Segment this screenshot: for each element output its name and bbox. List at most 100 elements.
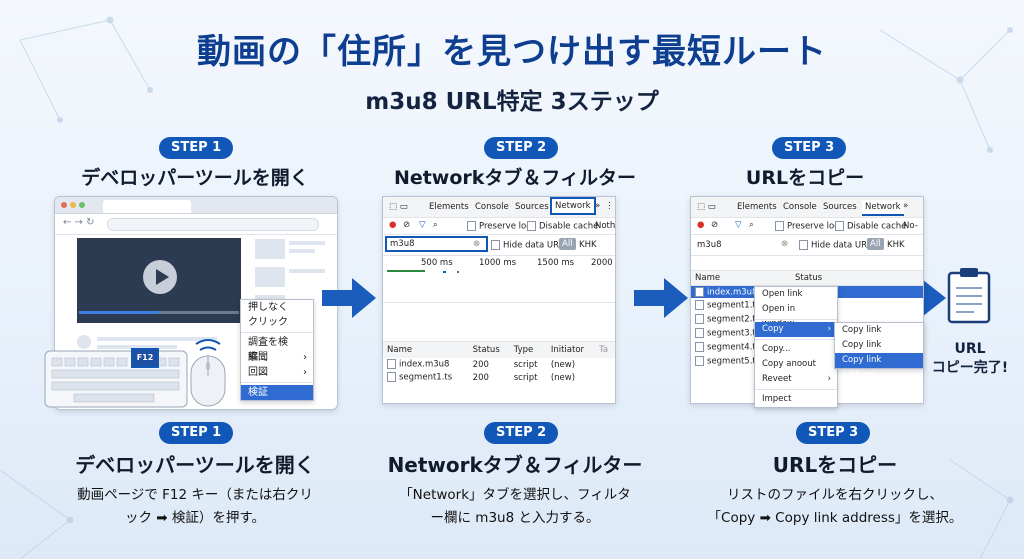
step2-badge: STEP 2	[484, 422, 559, 444]
file-row[interactable]: segment3.ts	[691, 326, 923, 340]
tab-network[interactable]: Network	[862, 200, 904, 216]
filter-icon[interactable]: ▽	[419, 220, 426, 230]
clear-filter-icon[interactable]: ⊗	[781, 239, 789, 249]
file-context-menu[interactable]: Open link Open in window Copy Copy... Co…	[754, 286, 838, 408]
column-header[interactable]: Type	[513, 345, 534, 355]
table-row[interactable]: segment1.ts 200 script (new)	[383, 371, 615, 384]
throttle-select[interactable]: No-	[903, 221, 918, 231]
all-filter-button[interactable]: All	[559, 238, 576, 250]
file-name: segment4.ts	[707, 342, 761, 353]
row-type: script	[513, 372, 538, 383]
devtools-panel-step2: ⬚ ▭ Elements Console Sources Network » ⋮…	[382, 196, 616, 404]
menu-item[interactable]: 調査を検察...	[248, 337, 288, 363]
tab-console[interactable]: Console	[783, 202, 817, 212]
all-filter-button[interactable]: All	[867, 238, 884, 250]
record-icon[interactable]: ●	[697, 220, 705, 230]
filter-icon[interactable]: ▽	[735, 220, 742, 230]
disable-cache-checkbox[interactable]	[835, 221, 844, 231]
arrow-right-icon	[634, 278, 688, 318]
tab-elements[interactable]: Elements	[429, 202, 469, 212]
menu-item[interactable]: クリック	[248, 317, 288, 328]
browser-context-menu[interactable]: 押しなく クリック 調査を検察... 編聞 回図 検証	[240, 299, 314, 401]
menu-item[interactable]: Copy anoout	[762, 359, 816, 369]
keyboard-illustration	[44, 350, 188, 408]
menu-item[interactable]: Open in window	[762, 304, 796, 329]
search-icon[interactable]: ⌕	[433, 220, 438, 230]
column-header[interactable]: Initiator	[550, 345, 585, 355]
step1-heading-top: デベロッパーツールを開く	[81, 167, 309, 189]
hide-data-urls-checkbox[interactable]	[491, 240, 500, 250]
filter-input[interactable]: m3u8	[385, 236, 488, 252]
arrow-right-icon	[322, 278, 376, 318]
step3-heading: URLをコピー	[772, 453, 898, 477]
desc-line: 「Network」タブを選択し、フィルタ	[399, 487, 631, 503]
preserve-log-checkbox[interactable]	[775, 221, 784, 231]
menu-item[interactable]: 押しなく	[248, 302, 288, 313]
record-icon[interactable]: ●	[389, 220, 397, 230]
f12-key[interactable]: F12	[131, 348, 159, 368]
menu-item[interactable]: Copy link	[842, 325, 882, 335]
search-icon[interactable]: ⌕	[749, 220, 754, 230]
tab-sources[interactable]: Sources	[823, 202, 857, 212]
menu-item-copy-link-address[interactable]: Copy link address	[835, 353, 923, 380]
step3-badge-top: STEP 3	[772, 137, 847, 159]
file-row[interactable]: segment5.ts	[691, 354, 923, 368]
step2-heading: Networkタブ＆フィルター	[387, 453, 643, 477]
more-tabs[interactable]: »	[903, 201, 909, 211]
column-header[interactable]: Name	[695, 273, 721, 283]
hide-data-urls-checkbox[interactable]	[799, 240, 808, 250]
column-header[interactable]: Status	[795, 273, 823, 283]
network-table: Name Status Type Initiator Ta index.m3u8…	[383, 342, 615, 384]
tab-network[interactable]: Network	[550, 197, 596, 215]
play-icon[interactable]	[143, 260, 177, 294]
disable-cache-label: Disable cache	[847, 221, 907, 232]
more-tabs[interactable]: »	[595, 201, 601, 211]
hide-data-label: Hide data URLs	[811, 240, 877, 251]
address-bar[interactable]	[107, 218, 319, 231]
copy-submenu[interactable]: Copy link Copy link Copy link address	[834, 322, 924, 380]
column-header[interactable]: Ta	[599, 345, 609, 355]
menu-item[interactable]: Copy...	[762, 344, 791, 354]
page-title: 動画の「住所」を見つけ出す最短ルート	[197, 32, 827, 72]
column-header[interactable]: Name	[387, 345, 413, 355]
row-status: 200	[472, 359, 489, 370]
clear-filter-icon[interactable]: ⊗	[473, 239, 481, 249]
copy-complete-label: URL コピー完了!	[925, 340, 1015, 378]
clear-icon[interactable]: ⊘	[711, 220, 719, 230]
desc-line: リストのファイルを右クリックし、	[727, 487, 943, 503]
file-row[interactable]: segment1.ts	[691, 298, 923, 312]
column-header[interactable]: Status	[472, 345, 500, 355]
menu-item-inspect[interactable]: 検証	[241, 385, 313, 400]
preserve-log-checkbox[interactable]	[467, 221, 476, 231]
step1-badge: STEP 1	[159, 422, 234, 444]
menu-item-copy[interactable]: Copy	[755, 322, 837, 337]
row-status: 200	[472, 372, 489, 383]
result-line: コピー完了!	[931, 360, 1009, 376]
table-row[interactable]: index.m3u8 200 script (new)	[383, 358, 615, 371]
disable-cache-checkbox[interactable]	[527, 221, 536, 231]
clipboard-icon	[947, 268, 991, 324]
tab-sources[interactable]: Sources	[515, 202, 549, 212]
timeline-tick: 1000 ms	[479, 258, 517, 268]
file-name: segment5.ts	[707, 356, 761, 367]
tab-elements[interactable]: Elements	[737, 202, 777, 212]
menu-item[interactable]: 回図	[241, 365, 313, 380]
menu-item[interactable]: Reveet	[755, 372, 837, 387]
file-row[interactable]: segment4.ts	[691, 340, 923, 354]
row-initiator: (new)	[550, 359, 576, 370]
hide-data-label: Hide data URLs	[503, 240, 569, 251]
timeline-tick: 1500 ms	[537, 258, 575, 268]
menu-item[interactable]: 編聞	[241, 350, 313, 365]
menu-item[interactable]: Copy link	[842, 340, 882, 350]
file-row[interactable]: segment2.ts	[691, 312, 923, 326]
desc-line: 「Copy ➡ Copy link address」を選択。	[707, 510, 963, 526]
row-initiator: (new)	[550, 372, 576, 383]
menu-item[interactable]: Open link	[762, 289, 803, 299]
tab-console[interactable]: Console	[475, 202, 509, 212]
throttle-select[interactable]: Nothing	[595, 221, 616, 231]
preserve-log-label: Preserve log	[479, 221, 532, 232]
video-player[interactable]	[77, 238, 241, 323]
filter-input[interactable]: m3u8	[697, 240, 722, 250]
menu-item[interactable]: Impect	[762, 394, 792, 404]
clear-icon[interactable]: ⊘	[403, 220, 411, 230]
